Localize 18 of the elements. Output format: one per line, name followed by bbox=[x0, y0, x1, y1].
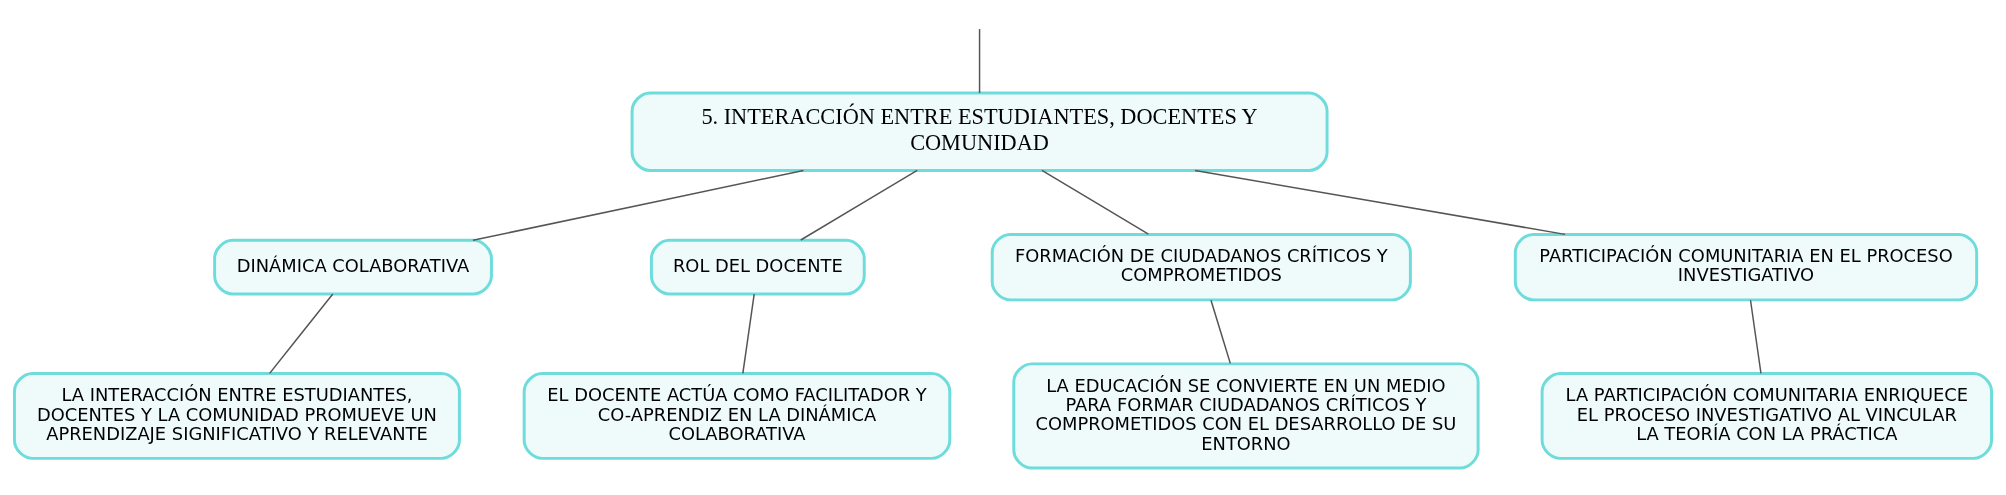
node-box: DINÁMICA COLABORATIVA bbox=[213, 238, 493, 295]
node-box: LA EDUCACIÓN SE CONVIERTE EN UN MEDIO PARA FORMAR CIUDADANOS CRÍTICOS Y COMPROMETIDOS CON EL DESARROLLO DE SU ENTORNO bbox=[1012, 361, 1480, 470]
connector bbox=[1041, 169, 1150, 235]
connector bbox=[978, 27, 981, 94]
connector bbox=[742, 292, 755, 374]
node-box: 5. INTERACCIÓN ENTRE ESTUDIANTES, DOCENTES Y COMUNIDAD bbox=[630, 91, 1329, 172]
connector bbox=[1194, 169, 1566, 235]
node-box: EL DOCENTE ACTÚA COMO FACILITADOR Y CO-APRENDIZ EN LA DINÁMICA COLABORATIVA bbox=[522, 371, 952, 460]
node-box: LA INTERACCIÓN ENTRE ESTUDIANTES, DOCENTES Y LA COMUNIDAD PROMUEVE UN APRENDIZAJE SIGNIFICATIVO Y RELEVANTE bbox=[12, 371, 461, 460]
connector bbox=[472, 169, 805, 241]
connector bbox=[800, 169, 918, 241]
node-box: ROL DEL DOCENTE bbox=[649, 238, 866, 295]
node-box: FORMACIÓN DE CIUDADANOS CRÍTICOS Y COMPROMETIDOS bbox=[990, 232, 1412, 301]
connector bbox=[1210, 299, 1232, 364]
node-box: PARTICIPACIÓN COMUNITARIA EN EL PROCESO INVESTIGATIVO bbox=[1513, 232, 1979, 301]
connector bbox=[1749, 299, 1762, 374]
node-box: LA PARTICIPACIÓN COMUNITARIA ENRIQUECE EL PROCESO INVESTIGATIVO AL VINCULAR LA TEORÍA CON LA PRÁCTICA bbox=[1540, 371, 1994, 460]
connector bbox=[268, 292, 334, 374]
